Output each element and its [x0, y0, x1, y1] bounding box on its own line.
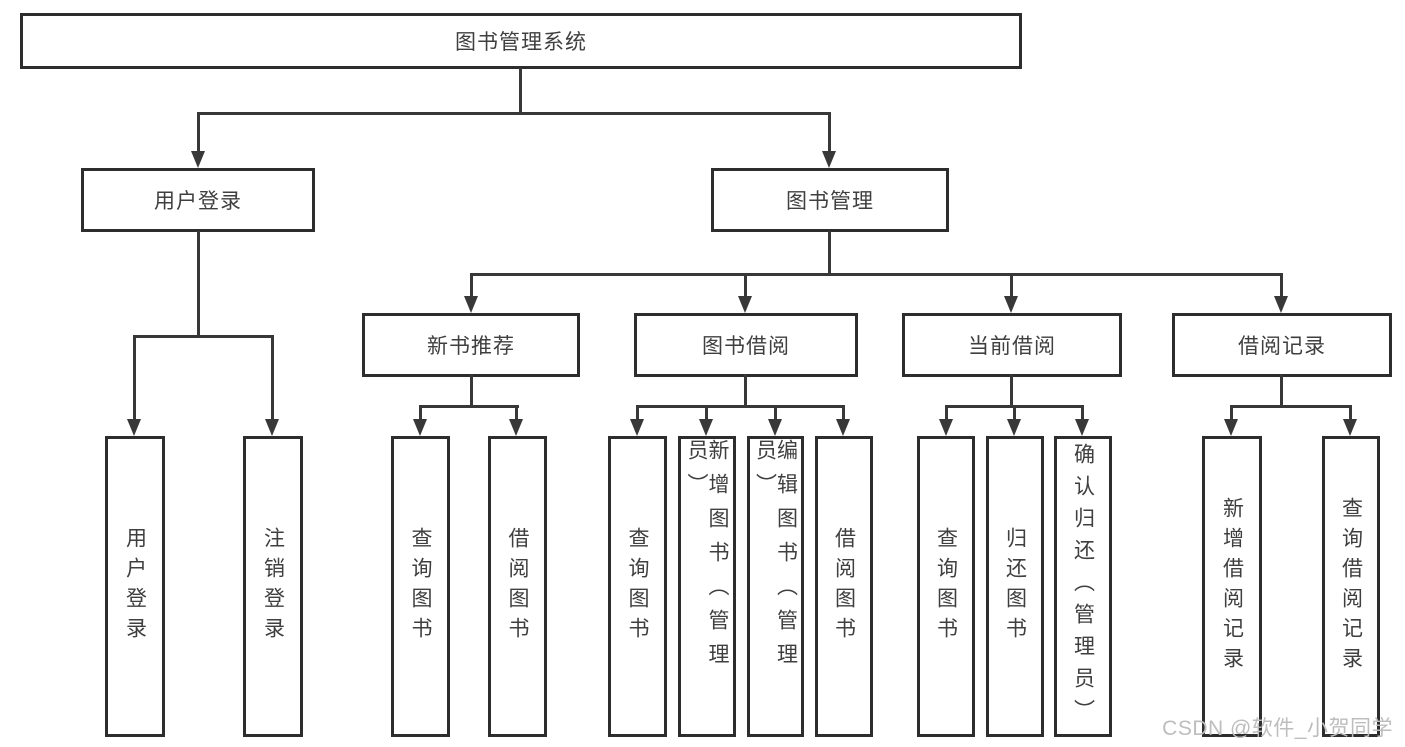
node-user-login: 用户登录 — [81, 168, 315, 232]
node-current-borrow-label: 当前借阅 — [968, 335, 1056, 358]
leaf-borrow-book: 借阅图书 — [815, 436, 873, 737]
connector-root-stub — [519, 68, 522, 114]
connector-to-new-book — [470, 273, 473, 299]
node-user-login-label: 用户登录 — [154, 190, 242, 213]
leaf-record-add-label: 新增借阅记录 — [1220, 496, 1244, 677]
arrowhead-current-borrow — [1004, 296, 1018, 313]
node-borrow-record: 借阅记录 — [1172, 313, 1392, 377]
connector-borrow-leaf4 — [842, 405, 845, 421]
connector-newbook-leaf1 — [419, 405, 422, 421]
arrowhead-borrow-leaf2 — [699, 419, 713, 436]
connector-newbook-branch — [419, 405, 519, 408]
connector-borrow-branch — [636, 405, 845, 408]
leaf-current-query-label: 查询图书 — [934, 526, 958, 647]
leaf-user-login: 用户登录 — [105, 436, 165, 737]
node-book-borrow: 图书借阅 — [634, 313, 858, 377]
connector-to-user-login — [197, 112, 200, 152]
arrowhead-record-leaf1 — [1224, 419, 1238, 436]
arrowhead-borrow-record — [1274, 296, 1288, 313]
connector-borrow-stub — [744, 374, 747, 407]
leaf-record-query-label: 查询借阅记录 — [1339, 496, 1363, 677]
node-book-mgmt: 图书管理 — [711, 168, 949, 232]
arrowhead-book-borrow — [738, 296, 752, 313]
arrowhead-book-mgmt — [822, 151, 836, 168]
arrowhead-borrow-leaf3 — [768, 419, 782, 436]
arrowhead-record-leaf2 — [1343, 419, 1357, 436]
node-book-mgmt-label: 图书管理 — [786, 190, 874, 213]
leaf-logout-label: 注销登录 — [261, 526, 285, 647]
arrowhead-current-leaf2 — [1007, 419, 1021, 436]
node-root-label: 图书管理系统 — [455, 31, 587, 54]
connector-to-leaf-logout — [271, 335, 274, 421]
leaf-logout: 注销登录 — [243, 436, 303, 737]
leaf-borrow-add-admin: 新增图书（管理员） — [678, 436, 736, 737]
connector-to-leaf-login — [133, 335, 136, 421]
leaf-borrow-book-label: 借阅图书 — [832, 526, 856, 647]
connector-current-leaf3 — [1081, 405, 1084, 421]
node-new-book: 新书推荐 — [362, 313, 580, 377]
connector-newbook-leaf2 — [515, 405, 518, 421]
leaf-current-return-label: 归还图书 — [1003, 526, 1027, 647]
connector-record-stub — [1280, 374, 1283, 407]
leaf-current-return: 归还图书 — [986, 436, 1044, 737]
leaf-borrow-query-label: 查询图书 — [626, 526, 649, 647]
leaf-user-login-label: 用户登录 — [123, 526, 147, 647]
arrowhead-leaf-logout — [265, 419, 279, 436]
leaf-borrow-add-admin-label: 新增图书（管理员） — [685, 439, 729, 677]
connector-current-leaf2 — [1013, 405, 1016, 421]
connector-record-leaf1 — [1230, 405, 1233, 421]
leaf-newbook-query: 查询图书 — [391, 436, 450, 737]
connector-to-book-mgmt — [828, 112, 831, 152]
connector-mgmt-stub — [828, 231, 831, 275]
connector-to-current-borrow — [1010, 273, 1013, 299]
leaf-record-add: 新增借阅记录 — [1202, 436, 1262, 737]
node-current-borrow: 当前借阅 — [902, 313, 1122, 377]
connector-borrow-leaf2 — [705, 405, 708, 421]
arrowhead-current-leaf3 — [1075, 419, 1089, 436]
node-book-borrow-label: 图书借阅 — [702, 335, 790, 358]
connector-current-stub — [1010, 374, 1013, 407]
arrowhead-newbook-leaf2 — [509, 419, 523, 436]
connector-newbook-stub — [470, 374, 473, 407]
leaf-current-confirm-admin-label: 确认归还（管理员） — [1071, 442, 1095, 731]
arrowhead-borrow-leaf1 — [630, 419, 644, 436]
leaf-borrow-query: 查询图书 — [608, 436, 667, 737]
connector-record-branch — [1230, 405, 1352, 408]
leaf-newbook-borrow: 借阅图书 — [488, 436, 547, 737]
leaf-newbook-borrow-label: 借阅图书 — [506, 526, 529, 647]
node-borrow-record-label: 借阅记录 — [1238, 335, 1326, 358]
connector-root-branch — [197, 112, 831, 115]
leaf-current-confirm-admin: 确认归还（管理员） — [1054, 436, 1112, 737]
node-root: 图书管理系统 — [20, 13, 1022, 69]
arrowhead-newbook-leaf1 — [413, 419, 427, 436]
leaf-borrow-edit-admin-label: 编辑图书（管理员） — [753, 439, 798, 677]
leaf-borrow-edit-admin: 编辑图书（管理员） — [747, 436, 804, 737]
connector-current-leaf1 — [945, 405, 948, 421]
arrowhead-current-leaf1 — [939, 419, 953, 436]
connector-login-branch — [133, 335, 274, 338]
connector-mgmt-branch — [470, 273, 1283, 276]
watermark: CSDN @软件_小贺同学 — [1162, 717, 1393, 740]
connector-borrow-leaf1 — [636, 405, 639, 421]
connector-to-borrow-record — [1280, 273, 1283, 299]
arrowhead-user-login — [191, 151, 205, 168]
arrowhead-new-book — [464, 296, 478, 313]
node-new-book-label: 新书推荐 — [427, 335, 515, 358]
connector-borrow-leaf3 — [774, 405, 777, 421]
leaf-newbook-query-label: 查询图书 — [409, 526, 432, 647]
connector-to-book-borrow — [744, 273, 747, 299]
connector-record-leaf2 — [1349, 405, 1352, 421]
arrowhead-borrow-leaf4 — [836, 419, 850, 436]
connector-login-stub — [197, 231, 200, 337]
leaf-record-query: 查询借阅记录 — [1322, 436, 1380, 737]
leaf-current-query: 查询图书 — [917, 436, 975, 737]
arrowhead-leaf-login — [127, 419, 141, 436]
